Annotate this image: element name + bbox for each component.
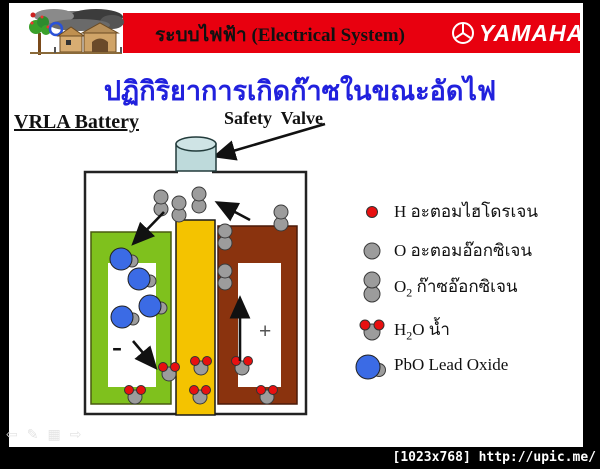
spark-icon xyxy=(30,12,36,18)
watermark-text: [1023x768] http://upic.me/ xyxy=(392,450,597,465)
legend-item-water: H2O น้ำ xyxy=(350,316,450,344)
pen-tool-icon[interactable]: ✎ xyxy=(26,426,39,442)
legend-item-hydrogen: H อะตอมไฮโดรเจน xyxy=(350,200,538,224)
positive-sign: + xyxy=(259,320,272,343)
ground xyxy=(30,52,122,54)
valve-pointer-arrow xyxy=(212,122,326,161)
h2o-molecule xyxy=(189,385,211,405)
oxygen-gas-icon xyxy=(350,270,394,304)
safety-valve xyxy=(175,136,217,172)
negative-sign: - xyxy=(112,330,122,363)
page-title: ปฏิกิริยาการเกิดก๊าซในขณะอัดไฟ xyxy=(103,76,497,106)
slideshow-navbar: ⇦ ✎ ▦ ⇨ xyxy=(6,426,81,443)
valve-gap xyxy=(178,168,212,176)
tree-trunk xyxy=(38,33,41,55)
legend-label: H อะตอมไฮโดรเจน xyxy=(394,202,538,222)
o2-molecule xyxy=(191,186,207,214)
o2-molecule xyxy=(217,263,233,291)
molecule-layer xyxy=(109,186,289,405)
next-slide-icon[interactable]: ⇨ xyxy=(69,426,82,442)
gas-from-positive-arrow xyxy=(214,201,251,222)
h2o-molecule xyxy=(158,362,180,382)
lead-oxide-icon xyxy=(350,353,394,381)
negative-reaction-arrow xyxy=(132,340,158,370)
pbo-molecule xyxy=(127,267,157,291)
water-molecule-icon xyxy=(350,317,394,343)
yamaha-logo: YAMAHA xyxy=(451,21,584,45)
legend-item-lead-oxide: PbO Lead Oxide xyxy=(350,352,508,382)
o2-molecule xyxy=(217,223,233,251)
gas-to-negative-arrow xyxy=(131,211,165,246)
factory-clipart xyxy=(29,9,124,55)
h2o-molecule xyxy=(256,385,278,405)
separator-plate xyxy=(175,219,216,416)
slide-menu-icon[interactable]: ▦ xyxy=(47,426,61,442)
safety-valve-label: Safety Valve xyxy=(224,108,323,128)
pbo-molecule xyxy=(138,294,168,318)
legend-label: O2 ก๊าซอ๊อกซิเจน xyxy=(394,277,518,300)
legend-label: O อะตอมอ๊อกซิเจน xyxy=(394,241,532,261)
banner-title: ระบบไฟฟ้า (Electrical System) xyxy=(155,25,405,46)
legend-item-oxygen: O อะตอมอ๊อกซิเจน xyxy=(350,239,532,263)
o2-molecule xyxy=(171,195,187,223)
vrla-battery-label: VRLA Battery xyxy=(14,111,139,133)
hydrogen-atom-icon xyxy=(350,203,394,221)
legend-label: H2O น้ำ xyxy=(394,320,450,343)
prev-slide-icon[interactable]: ⇦ xyxy=(6,426,18,442)
h2o-molecule xyxy=(190,356,212,376)
h2o-molecule xyxy=(231,356,253,376)
swirl-icon xyxy=(48,21,64,37)
tuning-fork-icon xyxy=(452,22,474,44)
h2o-molecule xyxy=(124,385,146,405)
bottom-bar xyxy=(0,447,600,469)
o2-molecule xyxy=(273,204,289,232)
legend-label: PbO Lead Oxide xyxy=(394,355,509,375)
barn-door xyxy=(92,38,108,52)
oxygen-atom-icon xyxy=(350,241,394,261)
pbo-molecule xyxy=(110,305,140,329)
legend-item-oxygen-gas: O2 ก๊าซอ๊อกซิเจน xyxy=(350,269,518,305)
brand-name: YAMAHA xyxy=(479,19,585,46)
pbo-molecule xyxy=(109,247,139,271)
arrow-layer xyxy=(131,122,326,370)
header-banner xyxy=(123,13,580,53)
